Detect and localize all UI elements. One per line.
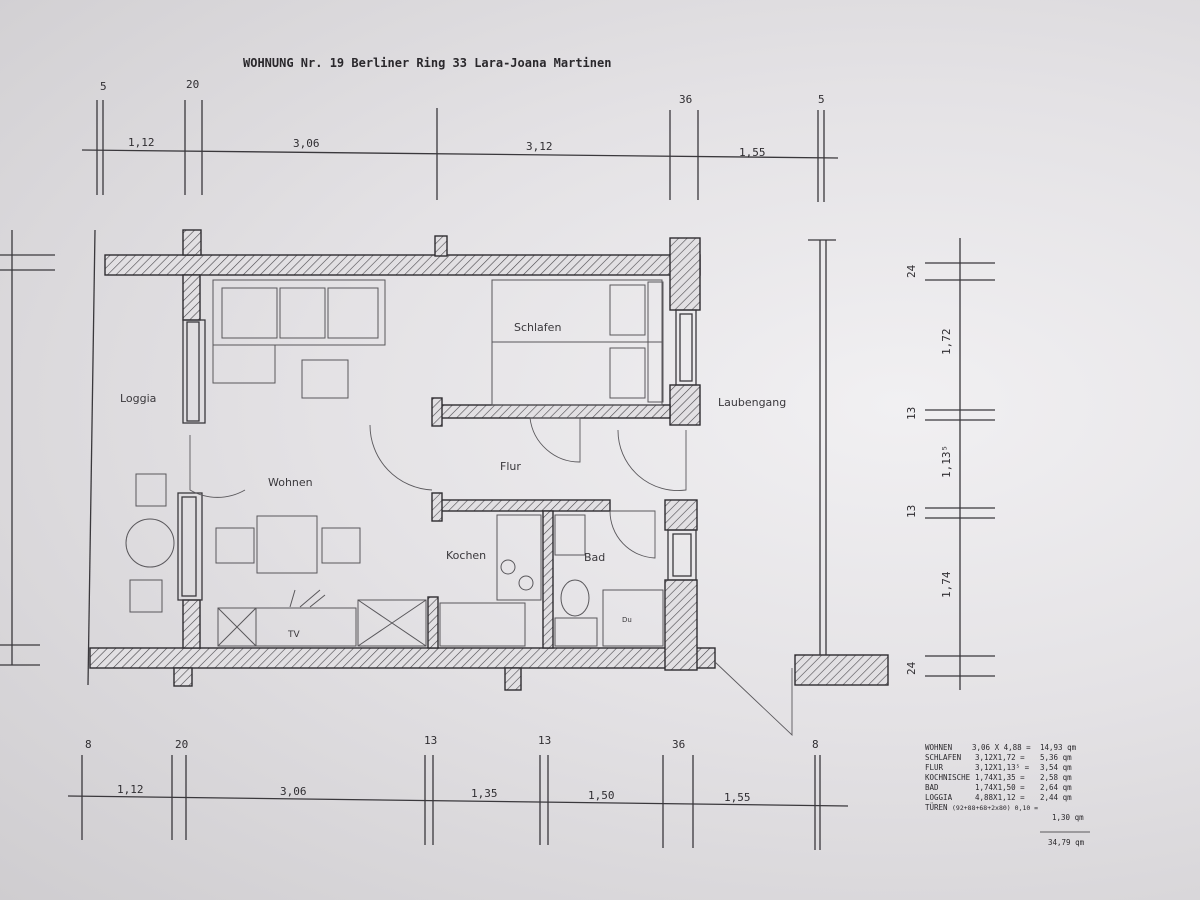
area-row-calc: 3,06 X 4,88 = (972, 743, 1031, 752)
area-row-calc: 3,12X1,13⁵ = (975, 763, 1030, 772)
area-row-value: 2,58 qm (1040, 773, 1072, 782)
shower-label: Du (622, 616, 632, 624)
room-label-schlafen: Schlafen (514, 321, 561, 334)
area-total: 34,79 qm (1048, 838, 1085, 847)
left-edge-dimension (0, 230, 55, 666)
dim-length: 1,50 (588, 789, 615, 802)
dim-length: 1,72 (940, 329, 953, 356)
area-row-value: 5,36 qm (1040, 753, 1072, 762)
area-row-value: 14,93 qm (1040, 743, 1077, 752)
dim-mark: 13 (905, 407, 918, 420)
tv-label: TV (287, 630, 300, 640)
area-table: WOHNEN 3,06 X 4,88 = 14,93 qm SCHLAFEN 3… (925, 743, 1090, 847)
room-label-bad: Bad (584, 551, 605, 564)
area-row-calc: 1,74X1,50 = (975, 783, 1025, 792)
dim-length: 1,35 (471, 787, 498, 800)
windows-and-doors (87, 229, 836, 737)
dim-length: 1,13⁵ (940, 445, 953, 478)
dim-mark: 13 (905, 505, 918, 518)
dim-mark: 24 (905, 264, 918, 278)
dim-mark: 8 (85, 738, 92, 751)
right-dimension-line: 24 1,72 13 1,13⁵ 13 1,74 24 (905, 238, 995, 690)
dim-length: 1,74 (940, 571, 953, 598)
dim-mark: 13 (424, 734, 437, 747)
dim-mark: 8 (812, 738, 819, 751)
dim-mark: 13 (538, 734, 551, 747)
area-row-room: WOHNEN (925, 743, 952, 752)
walls (89, 229, 889, 691)
dim-length: 3,12 (526, 140, 553, 153)
room-label-flur: Flur (500, 460, 521, 473)
area-row-room: BAD (925, 783, 939, 792)
dim-length: 1,12 (128, 136, 155, 149)
area-row-room: SCHLAFEN (925, 753, 961, 762)
room-label-wohnen: Wohnen (268, 476, 313, 489)
dim-mark: 24 (905, 661, 918, 675)
dim-mark: 36 (679, 93, 692, 106)
dim-length: 1,55 (739, 146, 766, 159)
bottom-dimension-line: 8 20 13 13 36 8 1,12 3,06 1,35 1,50 1,55 (67, 734, 849, 850)
dim-length: 3,06 (280, 785, 307, 798)
furniture (125, 279, 664, 647)
room-labels: Loggia Wohnen Schlafen Flur Kochen Bad L… (120, 321, 786, 640)
dim-mark: 5 (100, 80, 107, 93)
dim-mark: 36 (672, 738, 685, 751)
area-row-room: FLUR (925, 763, 944, 772)
area-row-room: TÜREN (925, 803, 948, 812)
dim-length: 1,12 (117, 783, 144, 796)
area-row-value: 2,64 qm (1040, 783, 1072, 792)
dim-mark: 5 (818, 93, 825, 106)
area-row-value: 3,54 qm (1040, 763, 1072, 772)
dim-mark: 20 (186, 78, 199, 91)
room-label-kochen: Kochen (446, 549, 486, 562)
area-row-calc: 4,88X1,12 = (975, 793, 1025, 802)
plan-title: WOHNUNG Nr. 19 Berliner Ring 33 Lara-Joa… (243, 56, 611, 70)
dim-length: 1,55 (724, 791, 751, 804)
room-label-laubengang: Laubengang (718, 396, 786, 409)
area-row-value: 1,30 qm (1052, 813, 1084, 822)
area-row-calc: 3,12X1,72 = (975, 753, 1025, 762)
area-row-room: LOGGIA (925, 793, 953, 802)
area-row-room: KOCHNISCHE (925, 773, 971, 782)
area-row-value: 2,44 qm (1040, 793, 1072, 802)
dim-length: 3,06 (293, 137, 320, 150)
top-dimension-line: 5 20 36 5 1,12 3,06 3,12 1,55 (81, 78, 839, 202)
dim-mark: 20 (175, 738, 188, 751)
room-label-loggia: Loggia (120, 392, 156, 405)
area-row-calc: (92+88+68+2x80) 0,10 = (952, 804, 1038, 812)
area-row-calc: 1,74X1,35 = (975, 773, 1025, 782)
